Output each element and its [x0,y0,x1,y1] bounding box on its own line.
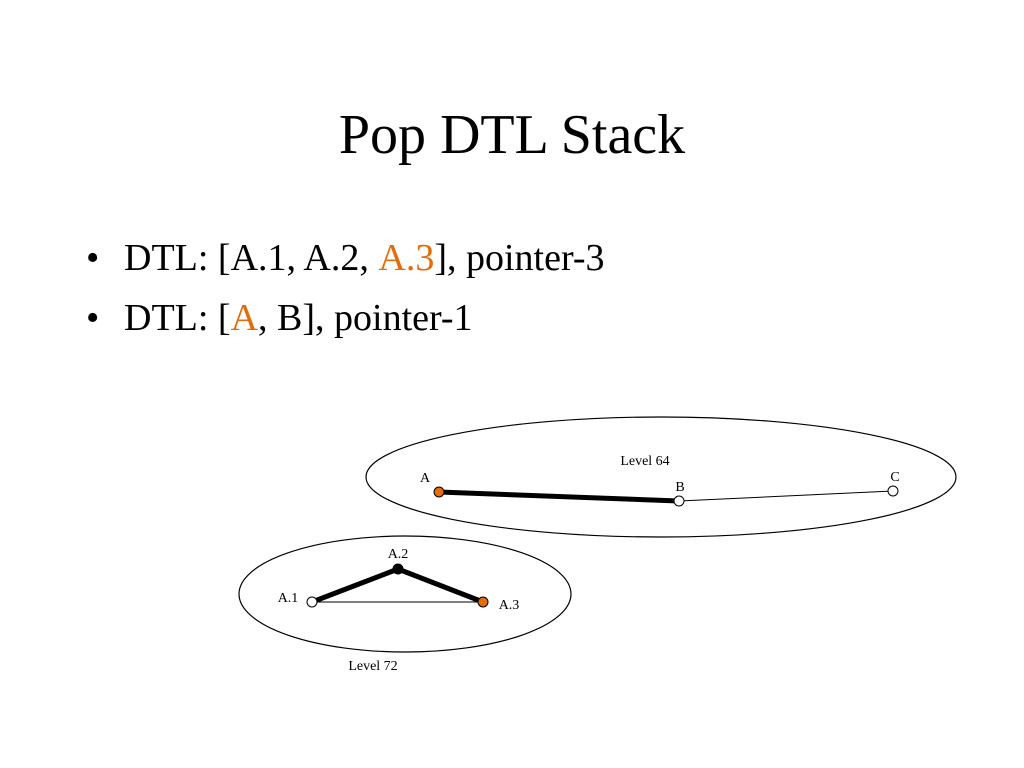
level-64-ellipse [365,416,957,538]
bullet-item-dtl-level72: • DTL: [A.1, A.2, A.3], pointer-3 [86,228,605,288]
bullet-list: • DTL: [A.1, A.2, A.3], pointer-3 • DTL:… [86,228,605,348]
level-64-group: Level 64 A B C [365,416,957,538]
bullet-text-prefix: DTL: [A.1, A.2, [124,237,379,279]
edge-b-c [678,490,894,502]
edge-a1-a2-active [311,566,399,605]
node-c-label: C [890,470,899,485]
node-a3-label: A.3 [499,598,520,613]
level-72-ellipse [238,535,572,653]
node-a2-marker [392,563,404,575]
level-72-group: Level 72 A.1 A.2 A.3 [238,535,572,674]
bullet-marker: • [86,297,100,339]
edge-a2-a3-active [397,566,484,605]
bullet-marker: • [86,237,100,279]
slide-title: Pop DTL Stack [338,104,686,166]
level-72-label: Level 72 [348,659,397,674]
node-a2-label: A.2 [388,547,409,562]
node-a-label: A [420,471,431,486]
bullet-text-suffix: , B], pointer-1 [258,297,473,339]
node-b-marker [673,495,685,507]
bullet-text-prefix: DTL: [ [124,297,231,339]
level-64-label: Level 64 [620,454,669,469]
node-b-label: B [675,480,684,495]
node-a1-label: A.1 [278,591,299,606]
bullet-text-highlight: A [230,297,259,339]
node-c-marker [887,485,899,497]
bullet-item-dtl-level64: • DTL: [A, B], pointer-1 [86,288,605,348]
bullet-text-highlight: A.3 [378,237,435,279]
bullet-text-suffix: ], pointer-3 [434,237,605,279]
node-a3-marker [477,596,489,608]
node-a1-marker [306,596,318,608]
node-a-marker [433,486,445,498]
edge-a-b-active [438,489,680,504]
